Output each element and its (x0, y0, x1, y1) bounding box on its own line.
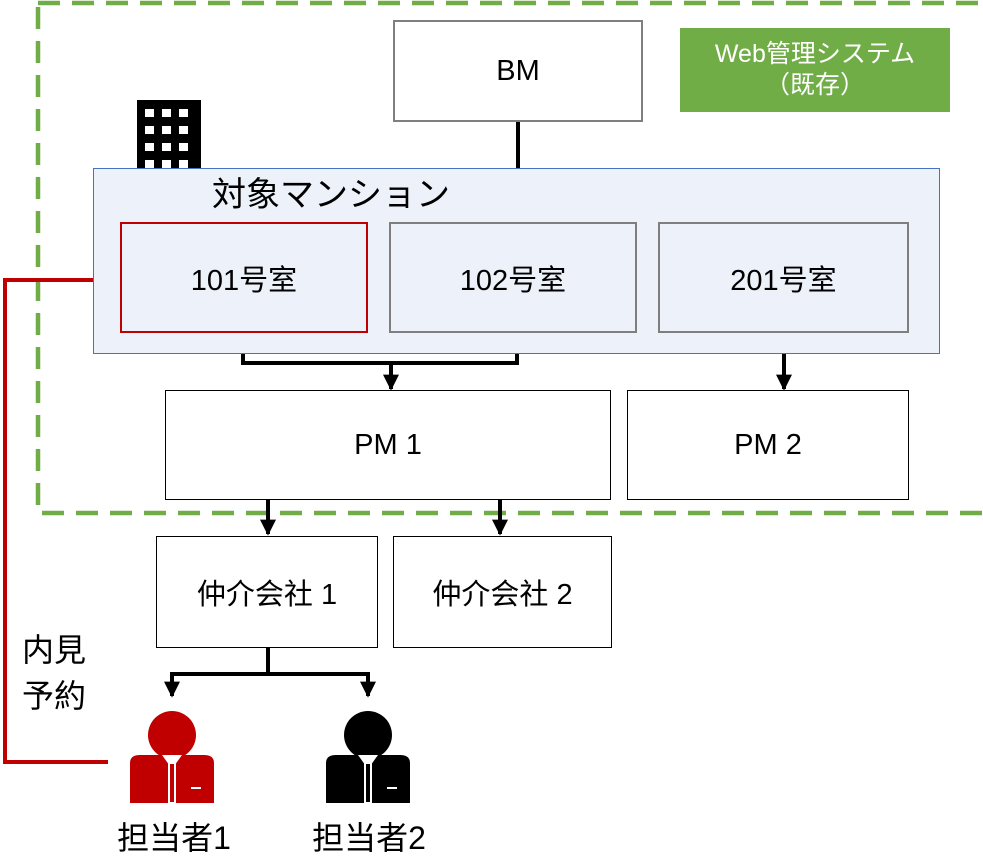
agency1-box: 仲介会社 1 (156, 536, 378, 648)
person2-name: 担当者2 (312, 820, 426, 856)
room-101-box: 101号室 (120, 222, 368, 333)
pm1-label: PM 1 (354, 428, 422, 461)
bm-label: BM (496, 54, 540, 87)
agency2-box: 仲介会社 2 (393, 536, 612, 648)
agency1-to-persons-connector (172, 648, 270, 676)
room-201-box: 201号室 (658, 222, 909, 333)
agency1-label: 仲介会社 1 (196, 579, 338, 611)
person-icon (130, 711, 214, 803)
person-icon (326, 711, 410, 803)
pm1-box: PM 1 (165, 390, 611, 500)
bm-box: BM (393, 20, 643, 122)
web-system-badge-title: Web管理システム (714, 40, 916, 68)
web-system-badge: Web管理システム （既存） (680, 28, 950, 112)
pm2-box: PM 2 (627, 390, 909, 500)
person1-name: 担当者1 (117, 820, 231, 856)
viewing-reservation-connector (3, 272, 114, 764)
viewing-reservation-line1: 内見 (22, 632, 87, 668)
room-102-label: 102号室 (459, 264, 567, 297)
viewing-reservation-line2: 予約 (22, 678, 87, 714)
agency2-label: 仲介会社 2 (432, 579, 573, 611)
mansion-label: 対象マンション (212, 176, 450, 214)
web-system-boundary (35, 0, 983, 516)
web-system-badge-subtitle: （既存） (764, 71, 865, 99)
room-101-label: 101号室 (190, 264, 298, 297)
pm2-label: PM 2 (734, 428, 802, 461)
room-102-box: 102号室 (389, 222, 637, 333)
room-201-label: 201号室 (730, 264, 837, 297)
